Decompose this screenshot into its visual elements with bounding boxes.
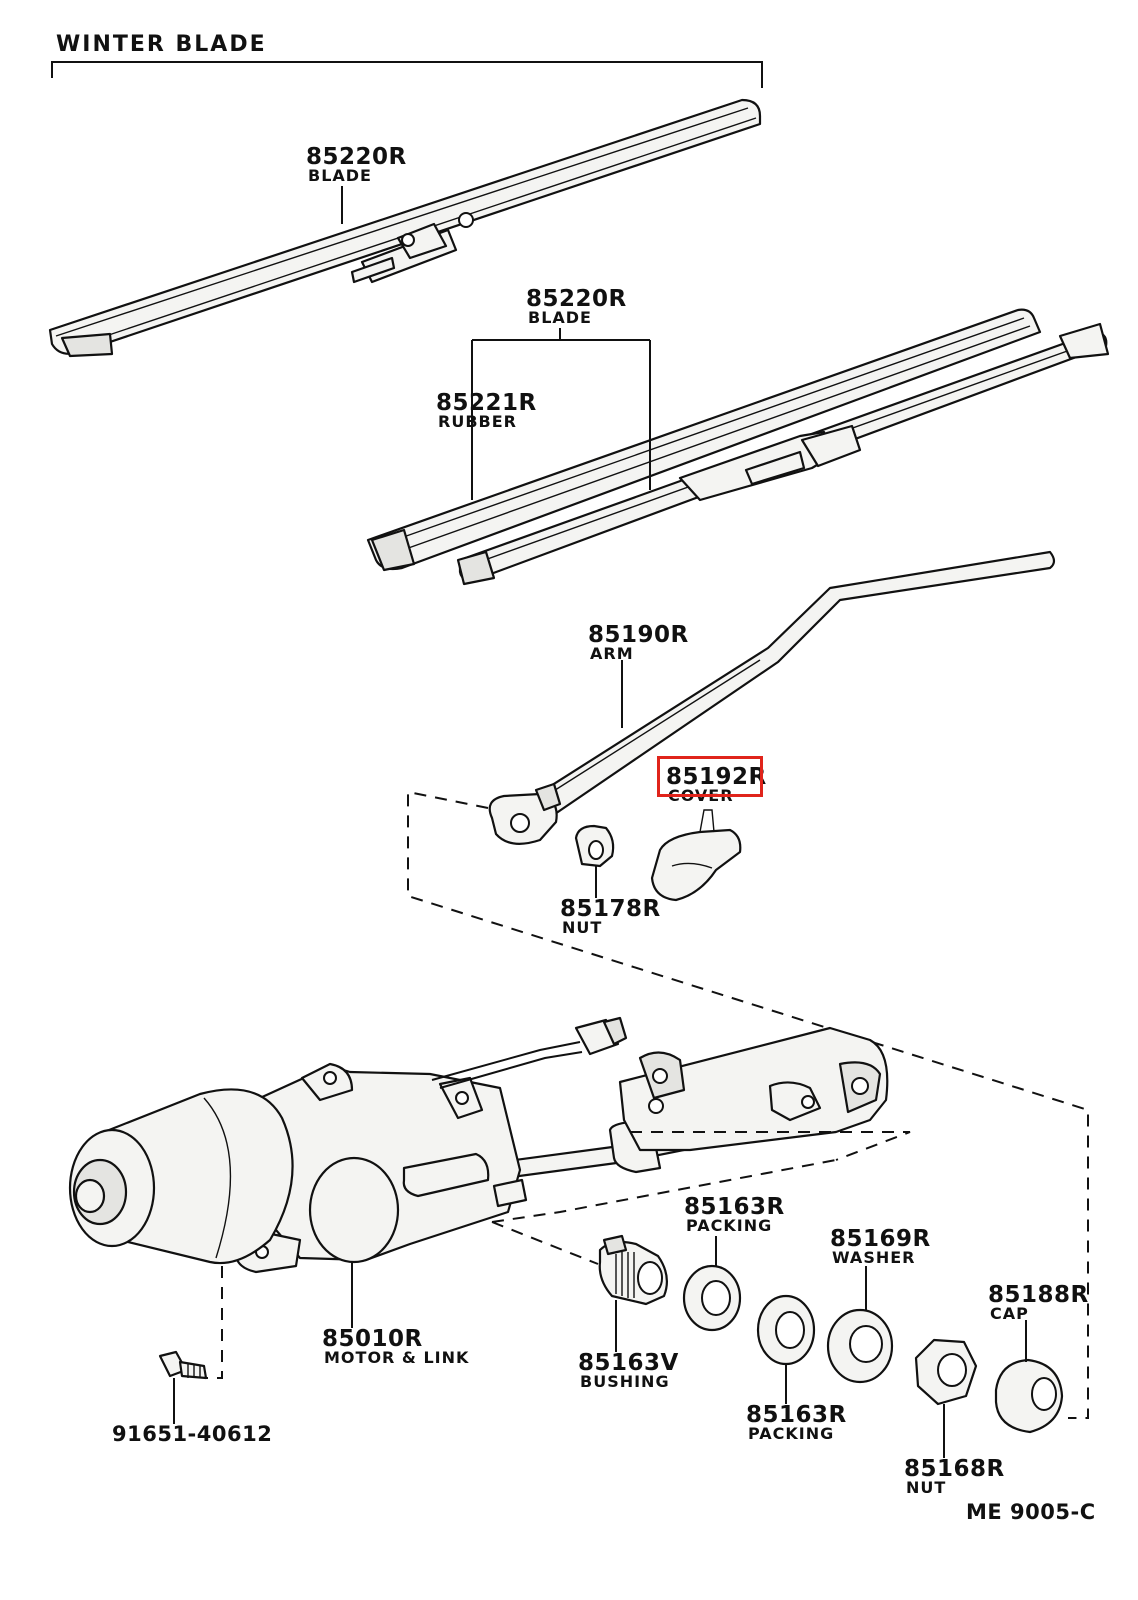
diagram-title: WINTER BLADE [56,32,267,57]
highlight-box-cover [657,756,763,797]
part-number-rubber[interactable]: 85221R [436,390,537,416]
part-number-nut-arm[interactable]: 85178R [560,896,661,922]
nut-icon [574,824,615,868]
part-name-washer: WASHER [832,1248,916,1267]
part-number-packing-upper[interactable]: 85163R [684,1194,785,1220]
part-number-arm[interactable]: 85190R [588,622,689,648]
part-number-packing-lower[interactable]: 85163R [746,1402,847,1428]
winter-blade-icon [48,98,762,358]
part-number-blade-winter[interactable]: 85220R [306,144,407,170]
bolt-icon [158,1350,208,1380]
part-name-nut-arm: NUT [562,918,603,937]
part-number-bushing[interactable]: 85163V [578,1350,679,1376]
dashed-path-motor-left [630,1131,911,1161]
washer-icon [682,1264,742,1332]
part-number-washer[interactable]: 85169R [830,1226,931,1252]
part-name-packing-upper: PACKING [686,1216,773,1235]
part-number-cap[interactable]: 85188R [988,1282,1089,1308]
part-name-cap: CAP [990,1304,1029,1323]
diagram-code: ME 9005-C [966,1500,1096,1524]
bushing-icon [598,1234,669,1306]
leader-blade-bracket [471,328,651,500]
dashed-path-pivot [491,1159,837,1223]
part-name-blade: BLADE [528,308,592,327]
part-number-blade[interactable]: 85220R [526,286,627,312]
dashed-path-bolt [206,1266,223,1379]
part-name-rubber: RUBBER [438,412,517,431]
part-name-nut-pivot: NUT [906,1478,947,1497]
cover-icon [650,809,742,902]
part-number-motor[interactable]: 85010R [322,1326,423,1352]
pivot-nut-icon [914,1338,978,1406]
part-name-arm: ARM [590,644,634,663]
part-name-motor: MOTOR & LINK [324,1348,470,1367]
part-name-bushing: BUSHING [580,1372,670,1391]
wiper-motor-icon [68,1016,889,1274]
cap-icon [994,1358,1064,1434]
part-number-nut-pivot[interactable]: 85168R [904,1456,1005,1482]
dashed-path-arm [407,790,1089,1419]
wiper-blade-icon [366,308,1110,586]
part-name-packing-lower: PACKING [748,1424,835,1443]
part-number-cover[interactable]: 85192R [666,764,767,790]
part-name-blade-winter: BLADE [308,166,372,185]
washer-85169-icon [826,1308,894,1384]
packing-lower-icon [756,1294,816,1366]
part-number-bolt[interactable]: 91651-40612 [112,1422,273,1446]
wiper-arm-icon [488,550,1056,845]
winter-blade-bracket [51,61,763,88]
dashed-path-pivot-lower [491,1221,599,1265]
